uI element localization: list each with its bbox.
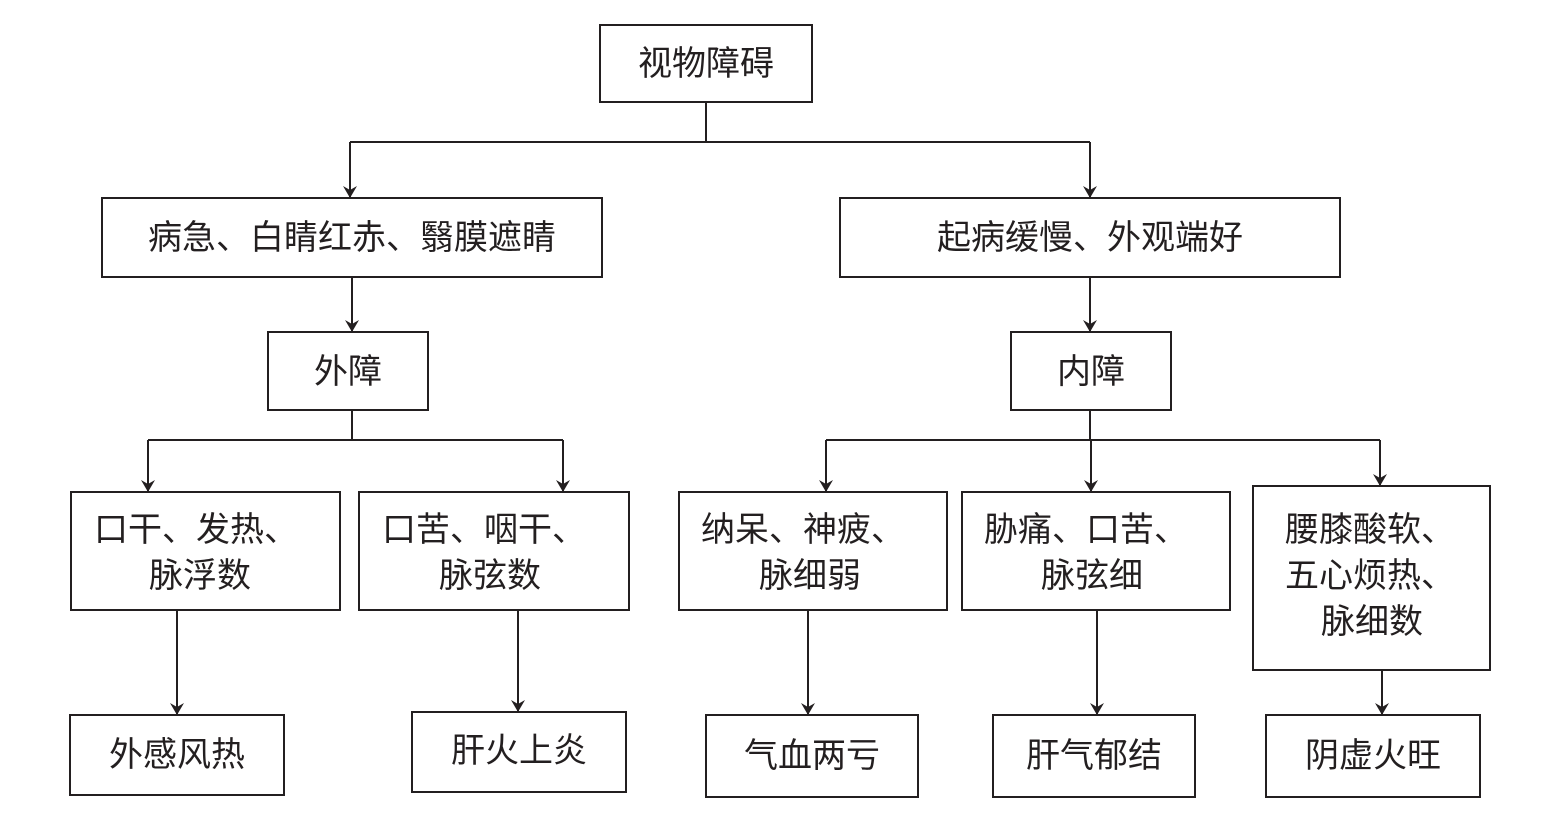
internal-obstruction-label: 内障: [1057, 352, 1125, 392]
right-criteria-label: 起病缓慢、外观端好: [937, 218, 1243, 258]
external-obstruction-label: 外障: [314, 352, 382, 392]
diagnosis-label: 外感风热: [109, 735, 245, 775]
right-criteria-node: 起病缓慢、外观端好: [839, 197, 1341, 278]
diagnosis-label: 阴虚火旺: [1305, 736, 1441, 776]
symptom-line: 脉细数: [1321, 602, 1423, 642]
diagnosis-node: 气血两亏: [705, 714, 919, 798]
root-label: 视物障碍: [638, 44, 774, 84]
symptom-line: 五心烦热、: [1285, 556, 1455, 596]
diagnosis-label: 肝火上炎: [451, 731, 587, 771]
diagnosis-node: 外感风热: [69, 714, 285, 796]
diagnosis-label: 肝气郁结: [1026, 736, 1162, 776]
diagnosis-node: 阴虚火旺: [1265, 714, 1481, 798]
symptom-line: 口苦、咽干、: [382, 510, 586, 550]
diagnosis-node: 肝火上炎: [411, 711, 627, 793]
connector-right: [826, 410, 1380, 441]
symptom-node: 纳呆、神疲、 脉细弱: [678, 491, 948, 611]
diagnosis-node: 肝气郁结: [992, 714, 1196, 798]
symptom-node: 腰膝酸软、 五心烦热、 脉细数: [1252, 485, 1491, 671]
symptom-line: 胁痛、口苦、: [984, 510, 1188, 550]
symptom-node: 口干、发热、 脉浮数: [70, 491, 341, 611]
symptom-line: 纳呆、神疲、: [701, 510, 905, 550]
connectors: [141, 102, 1389, 715]
symptom-node: 口苦、咽干、 脉弦数: [358, 491, 630, 611]
symptom-line: 脉浮数: [149, 556, 251, 596]
symptom-line: 口干、发热、: [94, 510, 298, 550]
internal-obstruction-node: 内障: [1010, 331, 1172, 411]
external-obstruction-node: 外障: [267, 331, 429, 411]
symptom-line: 脉细弱: [759, 556, 861, 596]
symptom-line: 脉弦数: [439, 556, 541, 596]
diagnosis-label: 气血两亏: [744, 736, 880, 776]
left-criteria-node: 病急、白睛红赤、翳膜遮睛: [101, 197, 603, 278]
connector-left: [148, 410, 563, 441]
connector-root: [350, 102, 1090, 143]
root-node: 视物障碍: [599, 24, 813, 103]
left-criteria-label: 病急、白睛红赤、翳膜遮睛: [148, 218, 556, 258]
symptom-node: 胁痛、口苦、 脉弦细: [961, 491, 1231, 611]
symptom-line: 腰膝酸软、: [1285, 510, 1455, 550]
symptom-line: 脉弦细: [1041, 556, 1143, 596]
